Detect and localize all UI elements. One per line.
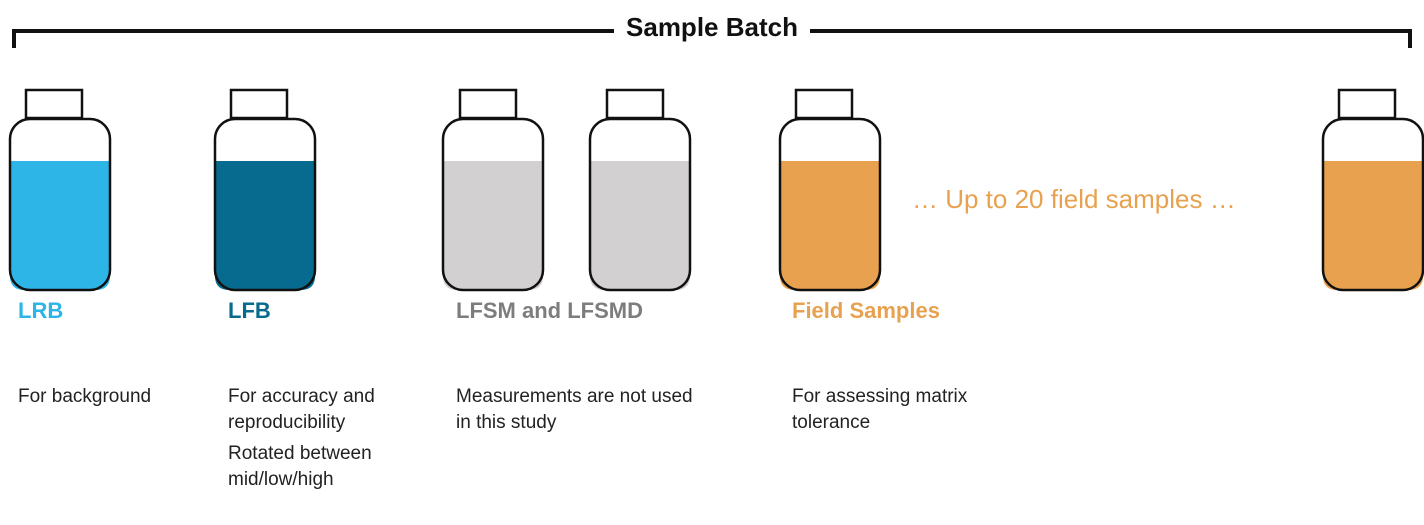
bottle-lfsmd bbox=[588, 88, 692, 292]
bottle-field-sample-first bbox=[778, 88, 882, 292]
bottle-lrb bbox=[8, 88, 112, 292]
desc-field-samples: For assessing matrix tolerance bbox=[792, 386, 968, 433]
desc-lfsm: Measurements are not used in this study bbox=[456, 386, 693, 433]
label-field-samples: Field Samples bbox=[792, 298, 940, 323]
bottle-field-sample-last bbox=[1321, 88, 1424, 292]
label-lfsm-lfsmd: LFSM and LFSMD bbox=[456, 298, 643, 323]
field-samples-ellipsis: … Up to 20 field samples … bbox=[912, 184, 1236, 214]
bottle-lfsm bbox=[441, 88, 545, 292]
desc-lfb-rotation: Rotated between mid/low/high bbox=[228, 443, 372, 490]
label-lfb: LFB bbox=[228, 298, 271, 323]
bottle-lfb bbox=[213, 88, 317, 292]
diagram-title: Sample Batch bbox=[0, 12, 1424, 43]
desc-lrb: For background bbox=[18, 386, 152, 407]
label-lrb: LRB bbox=[18, 298, 64, 323]
desc-lfb-accuracy: For accuracy and reproducibility bbox=[228, 386, 375, 433]
